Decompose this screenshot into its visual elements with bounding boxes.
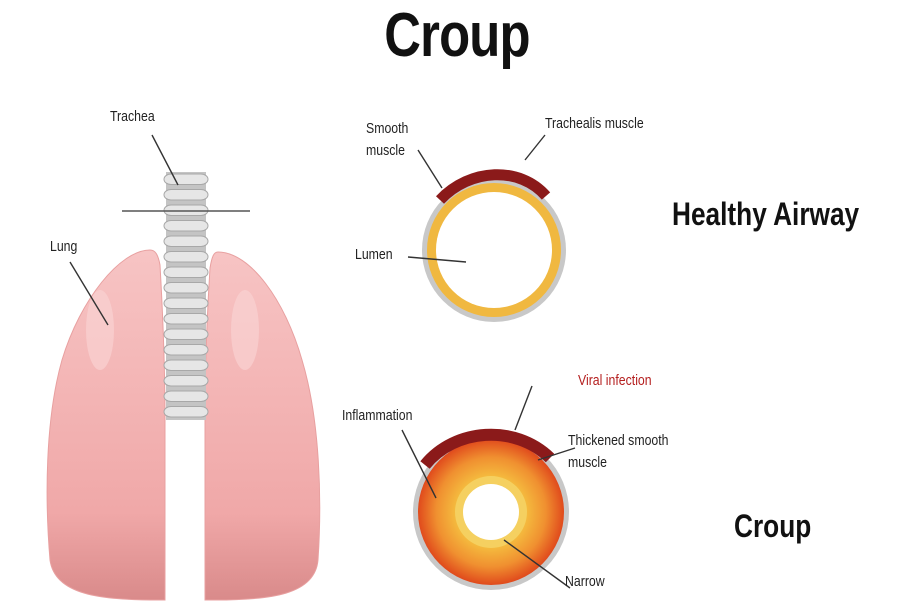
trachea-ring xyxy=(163,189,209,201)
trachealis-muscle-label: Trachealis muscle xyxy=(545,115,644,132)
viral-infection-label: Viral infection xyxy=(578,372,652,389)
leader-lines xyxy=(69,134,576,589)
thickened-smooth-muscle-label-line2: muscle xyxy=(568,454,607,471)
left-lung xyxy=(46,249,166,601)
trachea-illustration xyxy=(163,172,209,420)
inflammation-label: Inflammation xyxy=(342,407,413,424)
trachea-ring xyxy=(163,390,209,402)
narrow-label: Narrow xyxy=(565,573,605,590)
trachea-ring xyxy=(163,251,209,263)
trachea-ring xyxy=(163,220,209,232)
trachea-ring xyxy=(163,375,209,387)
smooth-muscle-label-line2: muscle xyxy=(366,142,405,159)
lumen-label: Lumen xyxy=(355,246,393,263)
page-title: Croup xyxy=(384,1,530,70)
right-lung xyxy=(204,251,321,601)
thickened-smooth-muscle-label-line1: Thickened smooth xyxy=(568,432,669,449)
healthy-airway-caption: Healthy Airway xyxy=(672,196,860,232)
trachea-ring xyxy=(163,328,209,340)
trachea-ring xyxy=(163,235,209,247)
trachea-ring xyxy=(163,297,209,309)
healthy-airway-cross-section xyxy=(422,169,566,322)
trachea-ring xyxy=(163,344,209,356)
smooth-muscle-label-line1: Smooth xyxy=(366,120,409,137)
trachea-ring xyxy=(163,282,209,294)
trachea-label: Trachea xyxy=(110,108,155,125)
trachea-ring xyxy=(163,406,209,418)
trachea-ring xyxy=(163,313,209,325)
croup-caption: Croup xyxy=(734,508,812,544)
lungs-illustration xyxy=(46,249,321,601)
croup-airway-cross-section xyxy=(413,428,569,590)
trachea-ring xyxy=(163,173,209,185)
trachea-ring xyxy=(163,266,209,278)
lung-label: Lung xyxy=(50,238,78,255)
trachea-ring xyxy=(163,359,209,371)
